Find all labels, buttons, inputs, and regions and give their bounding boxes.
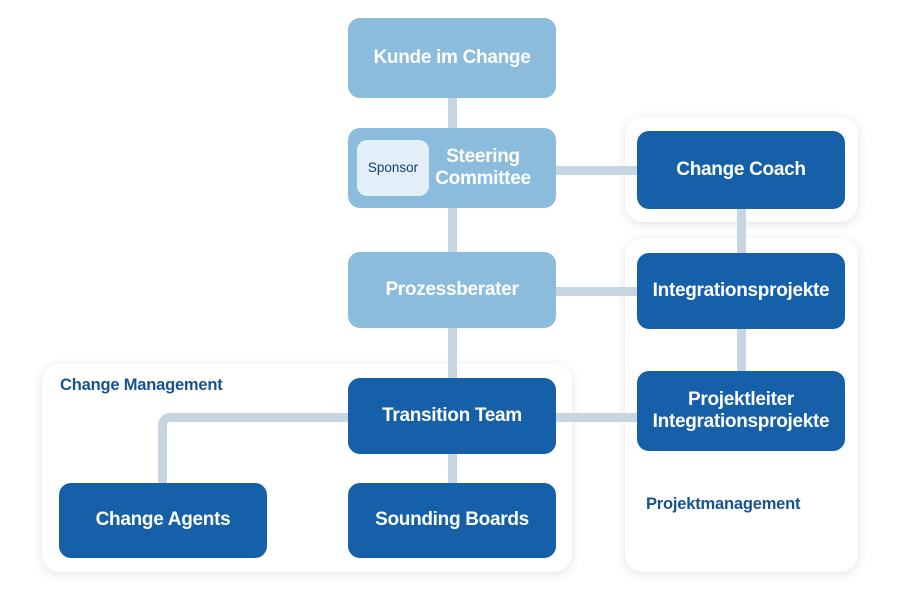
connector-steering-prozessberater [448,205,457,260]
group-label-projektmanagement: Projektmanagement [646,495,801,513]
node-label-sponsor: Sponsor [367,160,419,176]
node-projektleiter-integrationsprojekte[interactable]: Projektleiter Integrationsprojekte [637,371,845,451]
connector-steering-change-coach [552,166,644,175]
connector-kunde-steering [448,96,457,136]
node-label-steering-committee: Steering Committee [435,145,531,189]
connector-transition-team-projektleiter [552,413,644,422]
node-sounding-boards[interactable]: Sounding Boards [348,483,556,558]
connector-transition-team-change-agents-horizontal [170,413,355,422]
node-label-change-agents: Change Agents [95,509,231,531]
connector-prozessberater-transition-team [448,326,457,382]
node-label-sounding-boards: Sounding Boards [375,509,529,531]
node-prozessberater[interactable]: Prozessberater [348,252,556,328]
node-change-agents[interactable]: Change Agents [59,483,267,558]
connector-transition-team-change-agents-elbow [158,413,181,500]
connector-transition-team-sounding-boards [448,453,457,491]
node-label-transition-team: Transition Team [382,404,522,426]
node-integrationsprojekte[interactable]: Integrationsprojekte [637,253,845,329]
connector-change-coach-integrationsprojekte [737,208,746,263]
node-label-integrationsprojekte: Integrationsprojekte [652,279,830,301]
node-steering-committee[interactable]: Sponsor Steering Committee [348,128,556,208]
group-label-change-management: Change Management [60,376,223,394]
node-transition-team[interactable]: Transition Team [348,378,556,454]
node-label-prozessberater: Prozessberater [385,278,519,300]
node-label-projektleiter-integrationsprojekte: Projektleiter Integrationsprojekte [652,388,830,432]
node-change-coach[interactable]: Change Coach [637,131,845,209]
connector-prozessberater-integrationsprojekte [552,287,644,296]
node-kunde-im-change[interactable]: Kunde im Change [348,18,556,98]
node-label-change-coach: Change Coach [676,158,806,180]
connector-integrationsprojekte-projektleiter [737,328,746,378]
node-label-kunde-im-change: Kunde im Change [373,46,531,68]
node-sponsor[interactable]: Sponsor [357,140,429,196]
